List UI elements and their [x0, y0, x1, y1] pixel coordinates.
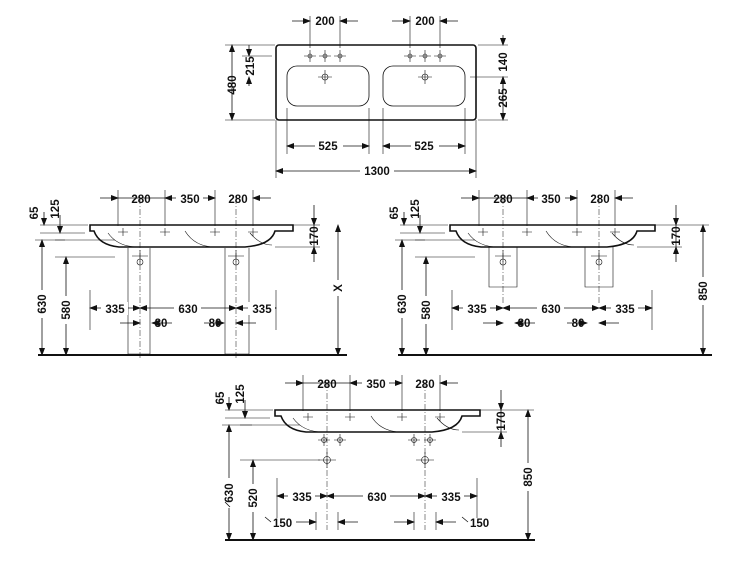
dim-ped-125: 125 — [50, 199, 62, 219]
front-view-wall: 280 350 280 65 125 630 520 170 850 335 — [215, 375, 535, 541]
dim-semi-850: 850 — [698, 281, 710, 300]
dim-ped-350: 350 — [180, 194, 199, 206]
dim-top-525-left: 525 — [318, 141, 338, 153]
dim-semi-170: 170 — [671, 226, 683, 245]
dim-semi-80-left: 80 — [518, 318, 531, 330]
dim-semi-350: 350 — [541, 194, 560, 206]
dim-wall-630: 630 — [367, 492, 386, 504]
dim-wall-150-right: 150 — [470, 518, 489, 530]
dim-wall-335-right: 335 — [441, 492, 461, 504]
dim-wall-520: 520 — [248, 488, 260, 507]
dim-wall-65: 65 — [215, 391, 227, 404]
dim-semi-280-right: 280 — [590, 194, 609, 206]
dim-ped-65: 65 — [29, 206, 41, 219]
front-view-semipedestal: 280 350 280 65 125 630 580 170 850 335 — [389, 190, 712, 356]
dim-wall-125: 125 — [235, 384, 247, 404]
right-bowl — [382, 65, 466, 107]
dim-ped-630: 630 — [178, 304, 197, 316]
dim-ped-335-left: 335 — [105, 304, 125, 316]
dim-ped-80-left: 80 — [155, 318, 168, 330]
dim-wall-170: 170 — [496, 411, 508, 430]
top-view: 200 200 480 215 140 265 525 525 1300 — [225, 16, 510, 178]
dim-semi-125: 125 — [410, 199, 422, 219]
tap-holes-left — [304, 50, 346, 84]
tap-holes-right — [404, 50, 446, 84]
dim-top-265: 265 — [498, 88, 510, 108]
dim-top-525-right: 525 — [414, 141, 434, 153]
dim-semi-280-left: 280 — [493, 194, 512, 206]
dim-top-140: 140 — [498, 52, 510, 71]
dim-top-480: 480 — [227, 75, 239, 94]
front-view-pedestal: 280 350 280 65 125 630 580 170 X 335 — [29, 190, 347, 358]
left-bowl — [286, 65, 370, 107]
dim-wall-850: 850 — [523, 467, 535, 486]
dim-wall-280-right: 280 — [415, 379, 434, 391]
dim-ped-630-h: 630 — [37, 294, 49, 313]
dim-wall-630-h: 630 — [224, 483, 236, 502]
dim-ped-335-right: 335 — [252, 304, 272, 316]
dim-semi-80-right: 80 — [572, 318, 585, 330]
dim-semi-630-h: 630 — [397, 294, 409, 313]
basin-outline-top — [275, 44, 477, 121]
dim-semi-335-left: 335 — [467, 304, 487, 316]
dim-top-215: 215 — [245, 56, 257, 76]
dim-ped-170: 170 — [309, 226, 321, 245]
dim-semi-630: 630 — [541, 304, 560, 316]
dim-wall-350: 350 — [366, 379, 385, 391]
dim-ped-x: X — [333, 284, 345, 292]
dim-wall-335-left: 335 — [292, 492, 312, 504]
dim-ped-280-right: 280 — [228, 194, 247, 206]
dim-top-1300: 1300 — [364, 166, 390, 178]
dim-top-tap-left: 200 — [315, 16, 334, 28]
dim-semi-580: 580 — [421, 300, 433, 319]
dim-semi-335-right: 335 — [615, 304, 635, 316]
dim-top-tap-right: 200 — [415, 16, 434, 28]
dim-ped-580: 580 — [61, 300, 73, 319]
dim-wall-280-left: 280 — [317, 379, 336, 391]
dim-ped-80-right: 80 — [209, 318, 222, 330]
dim-wall-150-left: 150 — [273, 518, 292, 530]
dim-semi-65: 65 — [389, 206, 401, 219]
dim-ped-280-left: 280 — [131, 194, 150, 206]
